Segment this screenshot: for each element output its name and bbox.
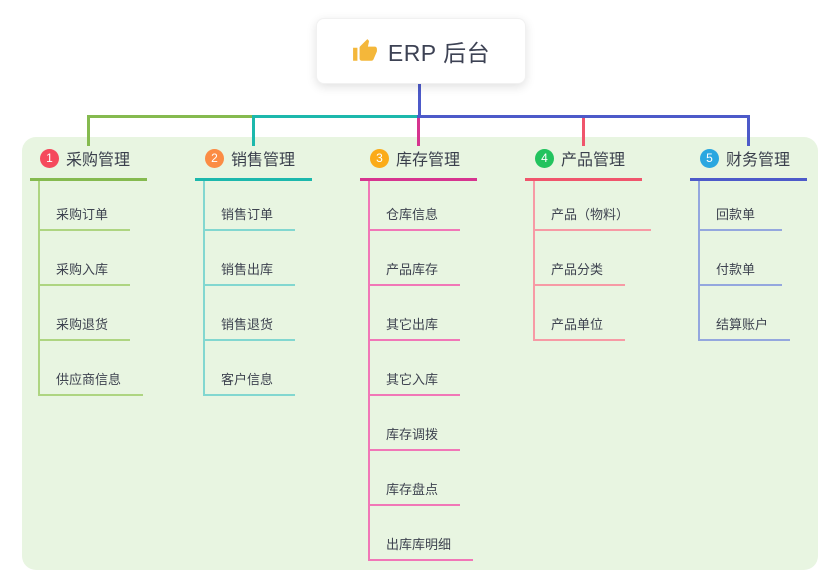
connector-root-stem [418,82,421,118]
child-node-label: 库存调拨 [370,424,461,451]
branch-node-label: 采购管理 [66,152,131,169]
branch-node[interactable]: 2 销售管理 [195,146,312,181]
child-node-label: 产品库存 [370,259,461,286]
branch-children: 采购订单采购入库采购退货供应商信息 [38,181,190,396]
child-node-label: 回款单 [700,204,782,231]
branch-column: 1 采购管理 采购订单采购入库采购退货供应商信息 [30,146,190,396]
branch-children: 回款单付款单结算账户 [698,181,839,341]
root-node[interactable]: ERP 后台 [316,18,526,84]
child-node[interactable]: 结算账户 [700,286,839,341]
branch-number-badge: 5 [700,148,719,168]
child-node-label: 产品（物料） [535,204,652,231]
child-node[interactable]: 其它入库 [370,341,520,396]
child-node-label: 销售退货 [205,314,296,341]
branch-node-label: 产品管理 [561,152,626,169]
child-node[interactable]: 库存盘点 [370,451,520,506]
branch-children: 产品（物料） 产品分类产品单位 [533,181,685,341]
branch-number-badge: 2 [205,148,224,168]
child-node[interactable]: 产品单位 [535,286,685,341]
child-node-label: 出库库明细 [370,534,474,561]
child-node-label: 供应商信息 [40,369,144,396]
branch-node-label: 库存管理 [396,152,461,169]
child-node-label: 其它出库 [370,314,461,341]
connector-bus-segment-2 [252,115,417,118]
root-node-title: ERP 后台 [387,40,491,66]
branch-number-badge: 3 [370,148,389,168]
child-node[interactable]: 产品库存 [370,231,520,286]
child-node-label: 销售订单 [205,204,296,231]
child-node-label: 采购订单 [40,204,131,231]
child-node[interactable]: 供应商信息 [40,341,190,396]
child-node-label: 付款单 [700,259,782,286]
child-node[interactable]: 其它出库 [370,286,520,341]
child-node-label: 客户信息 [205,369,296,396]
child-node[interactable]: 销售订单 [205,181,355,231]
child-node[interactable]: 产品分类 [535,231,685,286]
child-node[interactable]: 付款单 [700,231,839,286]
child-node[interactable]: 销售出库 [205,231,355,286]
connector-drop [417,118,420,146]
branch-node-label: 财务管理 [726,152,791,169]
child-node-label: 采购退货 [40,314,131,341]
child-node[interactable]: 销售退货 [205,286,355,341]
branch-column: 3 库存管理 仓库信息产品库存其它出库其它入库库存调拨库存盘点出库库明细 [360,146,520,561]
child-node[interactable]: 产品（物料） [535,181,685,231]
branch-children: 销售订单销售出库销售退货客户信息 [203,181,355,396]
child-node-label: 产品分类 [535,259,626,286]
connector-drop [87,118,90,146]
child-node-label: 其它入库 [370,369,461,396]
branch-node[interactable]: 4 产品管理 [525,146,642,181]
mindmap-panel [22,137,818,570]
child-node[interactable]: 采购退货 [40,286,190,341]
branch-node[interactable]: 5 财务管理 [690,146,807,181]
child-node-label: 库存盘点 [370,479,461,506]
child-node[interactable]: 回款单 [700,181,839,231]
child-node-label: 销售出库 [205,259,296,286]
child-node-label: 采购入库 [40,259,131,286]
branch-column: 4 产品管理 产品（物料） 产品分类产品单位 [525,146,685,341]
child-node[interactable]: 仓库信息 [370,181,520,231]
connector-drop [582,118,585,146]
branch-children: 仓库信息产品库存其它出库其它入库库存调拨库存盘点出库库明细 [368,181,520,561]
child-node[interactable]: 采购订单 [40,181,190,231]
branch-node[interactable]: 3 库存管理 [360,146,477,181]
connector-drop [252,118,255,146]
child-node-label: 结算账户 [700,314,791,341]
branch-number-badge: 1 [40,148,59,168]
child-node[interactable]: 出库库明细 [370,506,520,561]
child-node[interactable]: 客户信息 [205,341,355,396]
connector-bus-segment-3 [417,115,750,118]
branch-node-label: 销售管理 [231,152,296,169]
connector-drop [747,118,750,146]
child-node[interactable]: 库存调拨 [370,396,520,451]
thumbs-up-icon [352,38,378,64]
connector-bus-segment-1 [87,115,252,118]
branch-column: 5 财务管理 回款单付款单结算账户 [690,146,839,341]
child-node[interactable]: 采购入库 [40,231,190,286]
child-node-label: 产品单位 [535,314,626,341]
branch-column: 2 销售管理 销售订单销售出库销售退货客户信息 [195,146,355,396]
branch-number-badge: 4 [535,148,554,168]
branch-node[interactable]: 1 采购管理 [30,146,147,181]
child-node-label: 仓库信息 [370,204,461,231]
